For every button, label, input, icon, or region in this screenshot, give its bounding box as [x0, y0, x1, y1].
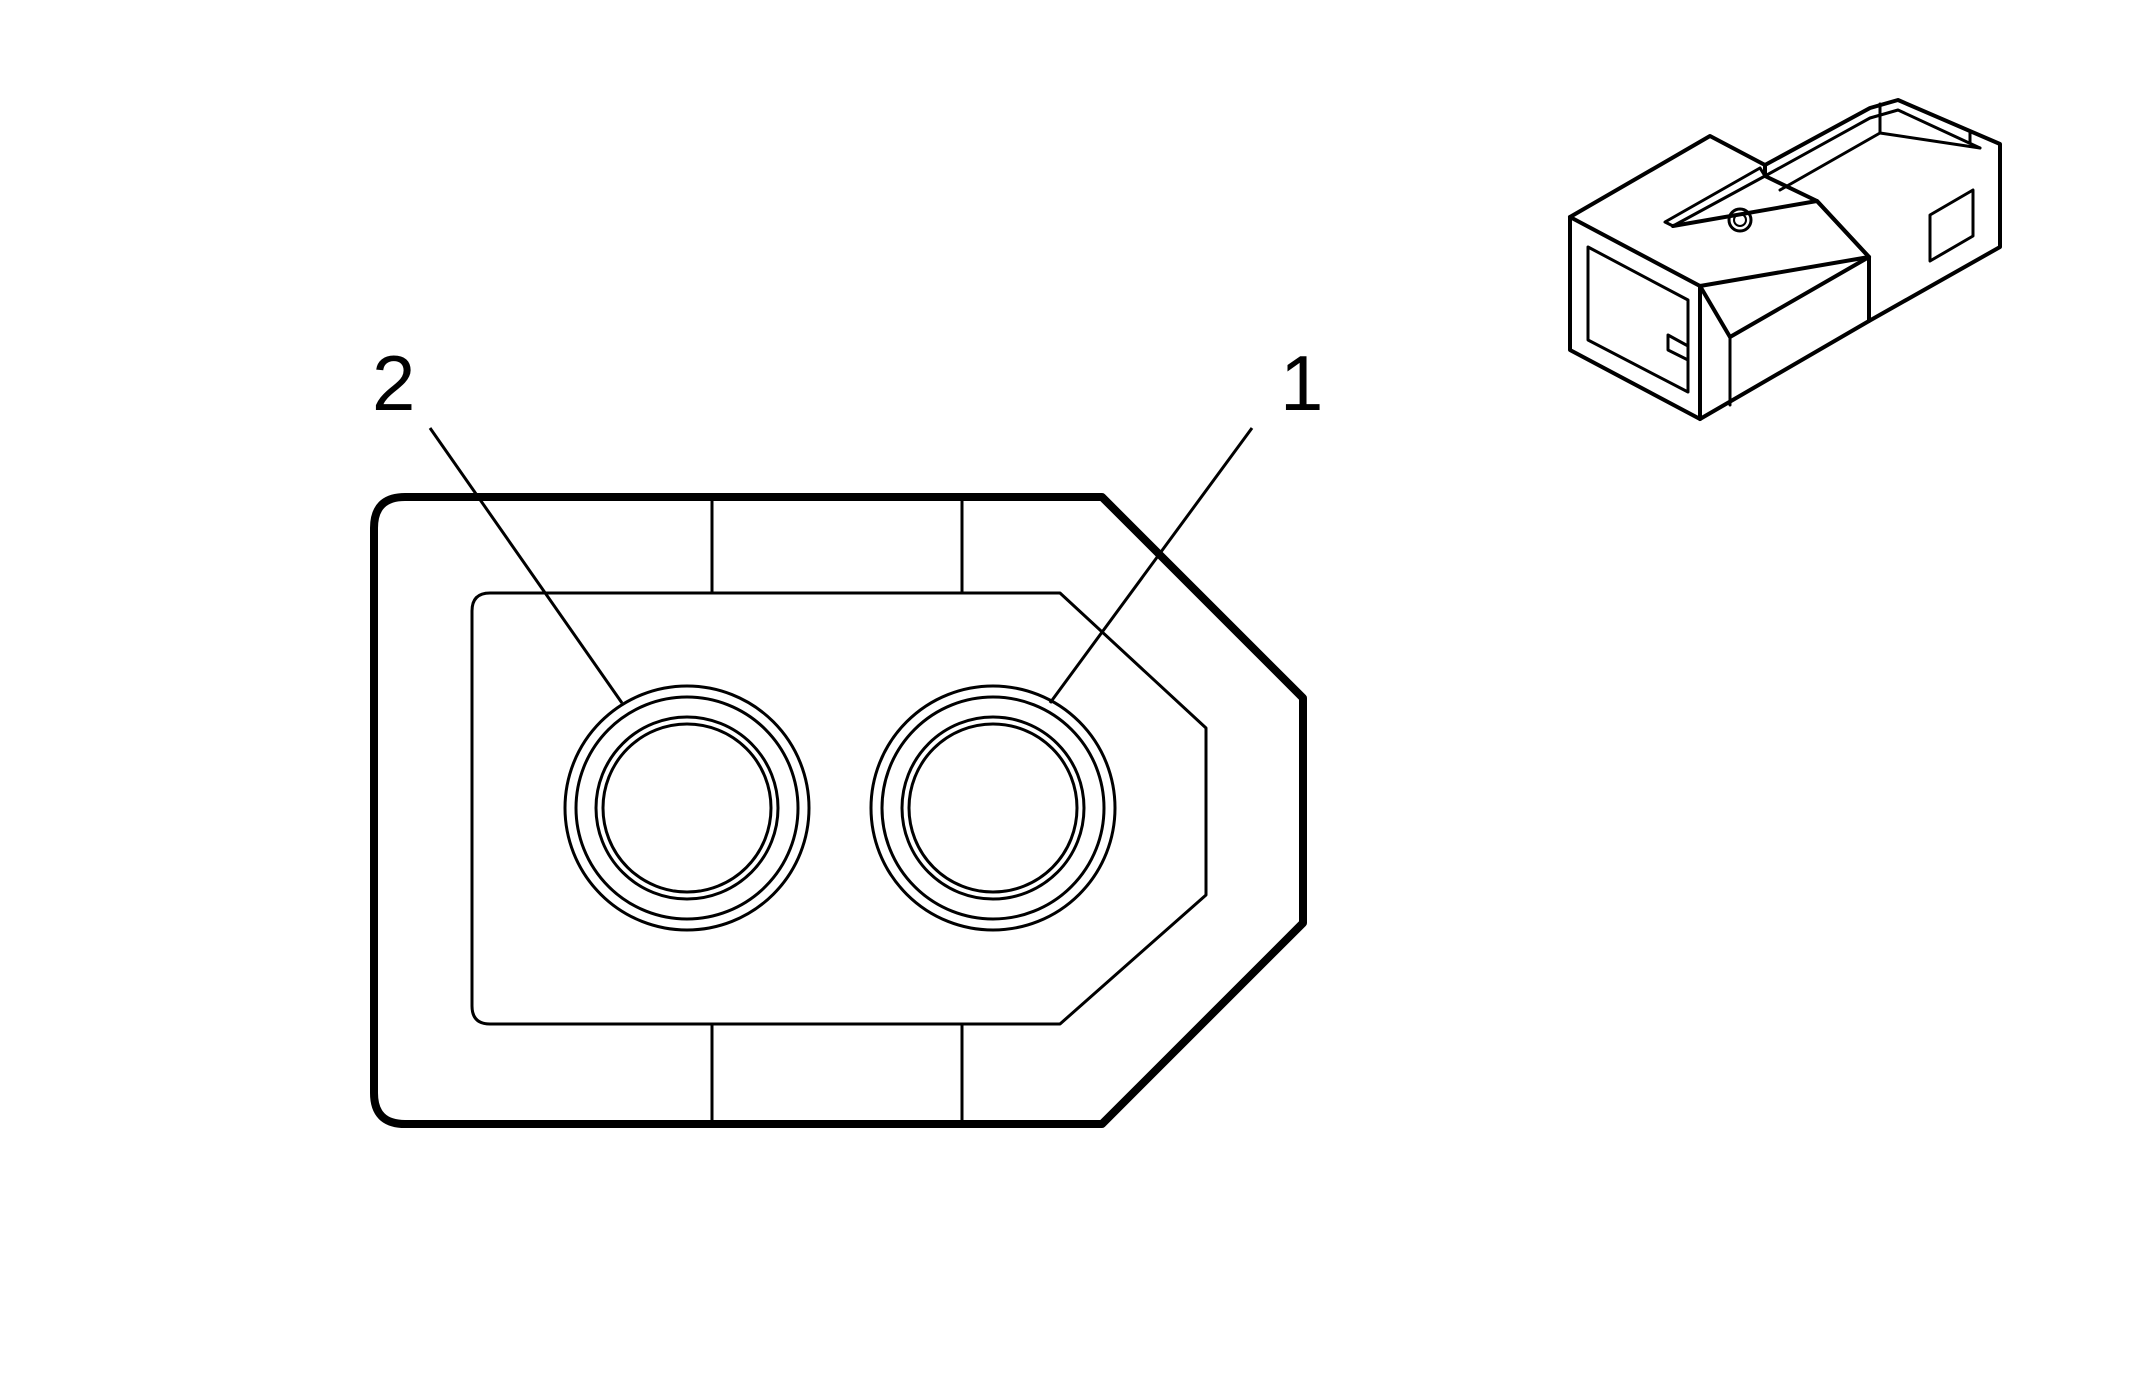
pin-2-leader-line [428, 427, 624, 704]
inner-cavity [470, 591, 1208, 1026]
pin-2-outer-ring [563, 684, 811, 932]
pin-2-label: 2 [372, 339, 415, 427]
pin-2-cavity [594, 715, 780, 901]
outer-housing [370, 493, 1307, 1128]
pin-2-ring-inner-edge [574, 695, 800, 921]
connector-isometric-icon [1568, 98, 2002, 421]
pin-1-cavity-inner-edge [907, 722, 1079, 894]
pin-1-terminal [869, 684, 1117, 932]
pin-1-label: 1 [1280, 339, 1323, 427]
pin-1-ring-inner-edge [880, 695, 1106, 921]
pin-2-terminal [563, 684, 811, 932]
pin-2-cavity-inner-edge [601, 722, 773, 894]
pin-1-leader-line [1048, 427, 1254, 704]
pin-1-outer-ring [869, 684, 1117, 932]
pin-1-cavity [900, 715, 1086, 901]
connector-face [370, 493, 1307, 1128]
